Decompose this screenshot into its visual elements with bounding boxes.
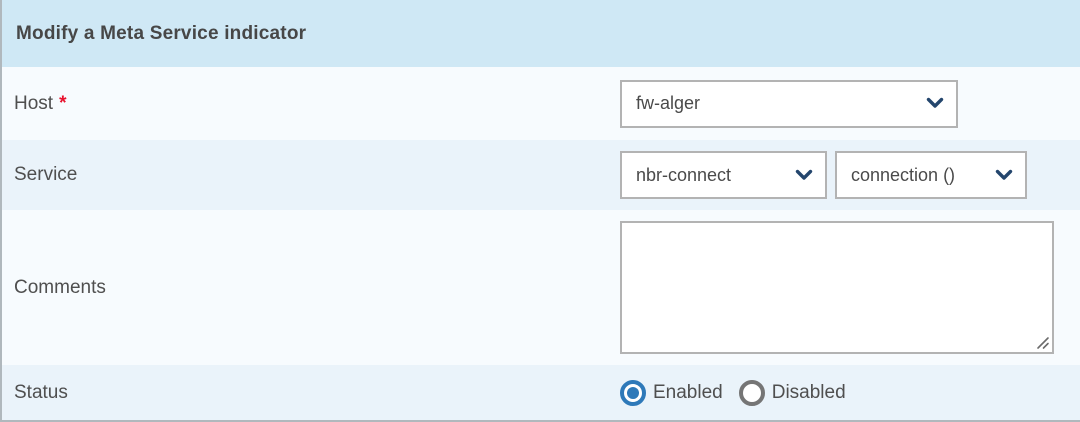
host-select-value: fw-alger <box>636 93 701 113</box>
comments-label-cell: Comments <box>2 277 620 299</box>
chevron-down-icon <box>795 165 813 186</box>
service-select-value: nbr-connect <box>636 164 732 185</box>
status-disabled-label: Disabled <box>771 381 846 403</box>
form-header: Modify a Meta Service indicator <box>2 0 1080 67</box>
metric-select-value: connection () <box>851 164 956 185</box>
comments-row: Comments <box>2 210 1080 365</box>
radio-unchecked-icon[interactable] <box>738 379 765 406</box>
chevron-down-icon <box>926 93 944 114</box>
service-control-cell: nbr-connect connection () <box>620 151 1080 199</box>
status-disabled-option[interactable]: Disabled <box>738 379 846 406</box>
status-label-cell: Status <box>2 382 620 404</box>
comments-textarea-wrap <box>620 221 1054 354</box>
status-radio-group: Enabled Disabled <box>620 379 846 406</box>
service-label-cell: Service <box>2 164 620 186</box>
service-row: Service nbr-connect connection () <box>2 140 1080 210</box>
host-select[interactable]: fw-alger <box>620 79 958 128</box>
host-label: Host <box>14 92 54 114</box>
page-title: Modify a Meta Service indicator <box>16 22 307 44</box>
metric-select[interactable]: connection () <box>835 151 1027 199</box>
comments-label: Comments <box>14 276 106 298</box>
status-label: Status <box>14 381 68 403</box>
comments-control-cell <box>620 221 1080 354</box>
host-control-cell: fw-alger <box>620 79 1080 128</box>
chevron-down-icon <box>995 165 1013 186</box>
host-label-cell: Host * <box>2 93 620 115</box>
radio-checked-icon[interactable] <box>620 379 646 406</box>
comments-textarea[interactable] <box>620 221 1054 354</box>
status-control-cell: Enabled Disabled <box>620 379 1080 406</box>
resize-grip-icon[interactable] <box>1036 336 1050 350</box>
host-row: Host * fw-alger <box>2 67 1080 140</box>
status-row: Status Enabled Disabled <box>2 365 1080 420</box>
status-enabled-label: Enabled <box>653 381 723 403</box>
service-label: Service <box>14 164 78 185</box>
required-asterisk: * <box>59 92 67 114</box>
status-enabled-option[interactable]: Enabled <box>620 379 723 406</box>
service-select[interactable]: nbr-connect <box>620 151 827 199</box>
